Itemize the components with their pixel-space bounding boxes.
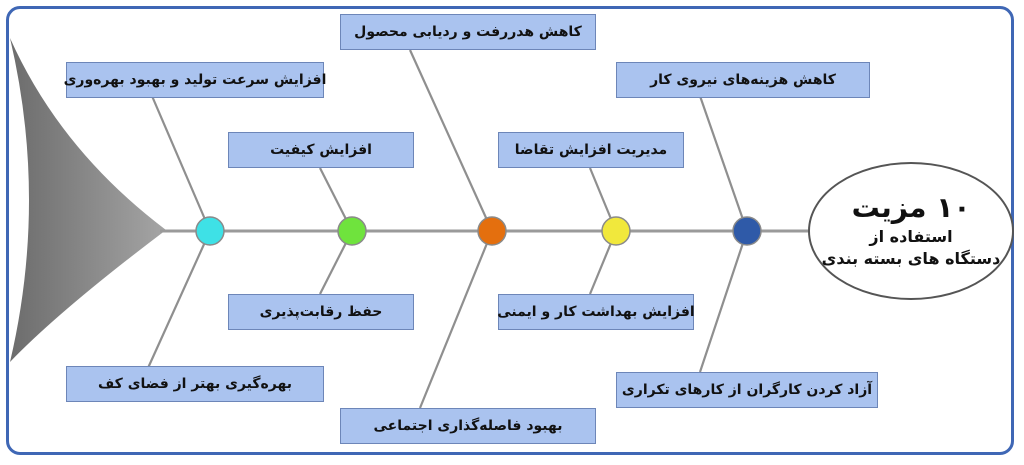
branch-box: افزایش کیفیت [228,132,414,168]
rib-line [150,95,212,232]
branch-box: افزایش سرعت تولید و بهبود بهره‌وری [64,62,326,98]
branch-box: کاهش هزینه‌های نیروی کار [616,62,870,98]
fish-tail [10,38,166,362]
rib-line [698,230,749,373]
branch-box: آزاد کردن کارگران از کارهای تکراری [616,372,878,408]
fish-head: ۱۰ مزیت استفاده از دستگاه های بسته بندی [808,162,1014,300]
node-2 [337,216,367,246]
branch-box: کاهش هدررفت و ردیابی محصول [340,14,596,50]
node-1 [195,216,225,246]
head-line2: استفاده از [869,227,953,246]
branch-box: بهره‌گیری بهتر از فضای کف [66,366,324,402]
rib-line [418,230,494,409]
node-4 [601,216,631,246]
head-title: ۱۰ مزیت [851,191,971,224]
branch-box: بهبود فاصله‌گذاری اجتماعی [340,408,596,444]
branch-box: افزایش بهداشت کار و ایمنی [497,294,695,330]
rib-lines [146,49,749,409]
node-5 [732,216,762,246]
rib-line [146,230,212,369]
branch-box: مدیریت افزایش تقاضا [498,132,684,168]
rib-line [408,49,494,232]
rib-line [698,95,749,232]
head-line3: دستگاه های بسته بندی [821,249,1001,268]
branch-box: حفظ رقابت‌پذیری [228,294,414,330]
node-3 [477,216,507,246]
